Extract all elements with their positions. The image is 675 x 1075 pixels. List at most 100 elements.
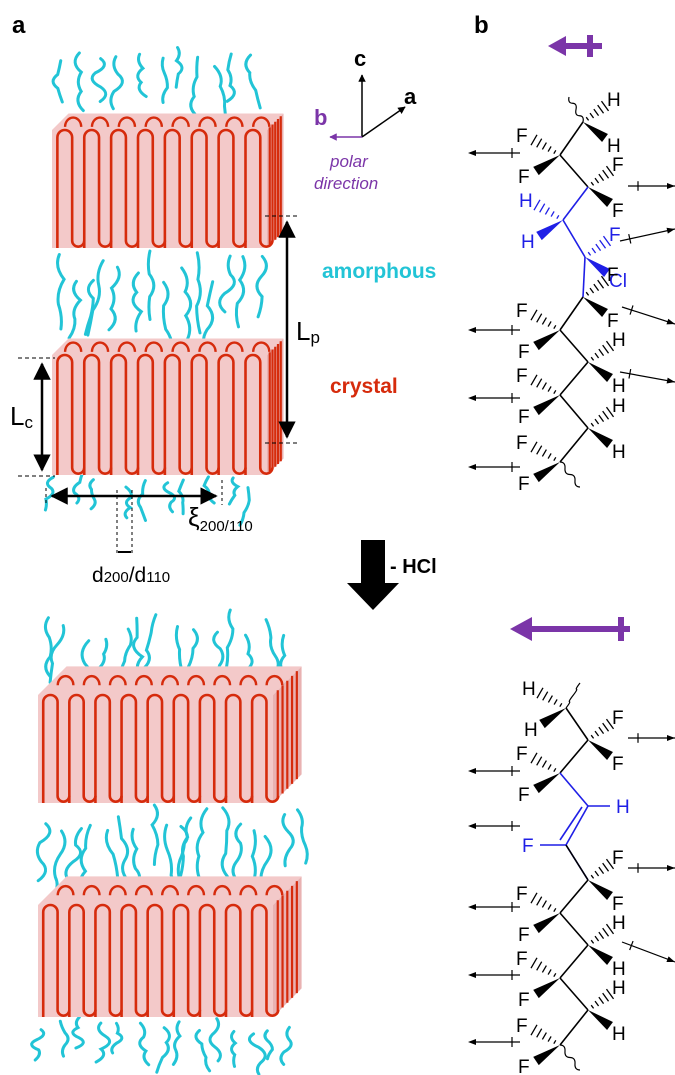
dipole-head bbox=[468, 972, 476, 978]
lc-sub: c bbox=[24, 413, 33, 432]
chain-fold-front bbox=[120, 693, 149, 803]
atom-label: F bbox=[612, 848, 624, 869]
amorphous-chain bbox=[138, 1021, 151, 1067]
chain-fold-front bbox=[94, 693, 123, 803]
svg-text:Lp: Lp bbox=[296, 316, 320, 347]
backbone-bond bbox=[565, 844, 589, 881]
atom-label: H bbox=[524, 720, 538, 741]
chain-fold-front bbox=[163, 353, 194, 475]
dipole-arrow bbox=[621, 306, 675, 325]
crystal-block-bottom-a bbox=[52, 338, 284, 475]
amorphous-chain bbox=[202, 475, 216, 505]
double-bond bbox=[559, 806, 583, 841]
amorphous-chain bbox=[234, 255, 247, 329]
hashed-bond bbox=[530, 957, 557, 978]
chain-fold-front bbox=[120, 903, 149, 1017]
backbone-bond bbox=[559, 772, 589, 807]
wedge-bond bbox=[583, 297, 608, 318]
crystal-block-top-a bbox=[52, 113, 284, 248]
chain-fold-back bbox=[213, 675, 232, 686]
amorphous-chain bbox=[58, 1019, 70, 1058]
chain-fold-front bbox=[82, 353, 113, 475]
dipole-head bbox=[468, 1039, 476, 1045]
chain-fold-front bbox=[163, 128, 194, 248]
chain-fold-front bbox=[56, 128, 86, 248]
atom-label: F bbox=[522, 836, 534, 857]
amorphous-chain bbox=[136, 479, 147, 522]
atom-label: F bbox=[518, 407, 530, 428]
amorphous-chain bbox=[255, 254, 268, 319]
amorphous-chain bbox=[116, 815, 131, 884]
amorphous-chain bbox=[43, 475, 55, 512]
chain-fold-front bbox=[244, 128, 274, 248]
chain-fold-back bbox=[56, 674, 75, 686]
chain-fold-back bbox=[63, 116, 83, 128]
backbone-bond bbox=[559, 944, 589, 979]
hashed-bond bbox=[536, 687, 563, 708]
wedge-bond bbox=[585, 257, 610, 278]
atom-label: F bbox=[518, 925, 530, 946]
atom-label: H bbox=[519, 191, 533, 212]
amorphous-chain bbox=[83, 278, 95, 336]
hashed-bond bbox=[533, 199, 560, 220]
atom-label: F bbox=[516, 884, 528, 905]
atom-label: F bbox=[516, 126, 528, 147]
amorphous-chain bbox=[247, 1032, 267, 1075]
axis-a-label: a bbox=[404, 84, 417, 109]
amorphous-chain bbox=[64, 827, 83, 880]
atom-label: F bbox=[612, 708, 624, 729]
atom-label: F bbox=[516, 366, 528, 387]
chain-fold-back bbox=[187, 675, 206, 686]
crystal-lamellae bbox=[38, 113, 302, 1017]
amorphous-chain bbox=[90, 57, 108, 103]
crystal-label: crystal bbox=[330, 375, 398, 398]
axes-triad: c a b polar direction bbox=[314, 46, 417, 193]
amorphous-chain bbox=[279, 1025, 293, 1066]
atom-label: Cl bbox=[609, 271, 627, 292]
crystal-block-bottom-c bbox=[38, 876, 302, 1017]
atom-label: F bbox=[612, 201, 624, 222]
backbone-bond bbox=[565, 805, 589, 846]
amorphous-chain bbox=[146, 249, 156, 321]
chain-end bbox=[559, 461, 581, 488]
backbone-bond bbox=[559, 427, 589, 463]
chain-fold-back bbox=[187, 885, 206, 896]
hashed-bond bbox=[530, 309, 557, 330]
amorphous-chain bbox=[123, 485, 133, 520]
atom-label: F bbox=[518, 1057, 530, 1075]
atom-label: F bbox=[609, 225, 621, 246]
hashed-bond bbox=[585, 100, 610, 121]
wedge-bond bbox=[533, 462, 560, 483]
atom-label: H bbox=[522, 679, 536, 700]
dipole-head bbox=[468, 395, 476, 401]
backbone-bond bbox=[565, 707, 589, 741]
amorphous-chain bbox=[131, 271, 144, 333]
chain-fold-front bbox=[56, 353, 86, 475]
chain-fold-front bbox=[172, 693, 202, 803]
chain-fold-front bbox=[136, 128, 167, 248]
amorphous-label: amorphous bbox=[322, 260, 436, 283]
chain-fold-front bbox=[136, 353, 167, 475]
chain-fold-back bbox=[144, 116, 164, 128]
crystal-front-face bbox=[38, 695, 273, 803]
wedge-bond bbox=[539, 708, 566, 729]
dipole-head bbox=[468, 327, 476, 333]
hashed-bond bbox=[585, 275, 610, 296]
chain-fold-back bbox=[117, 341, 137, 353]
backbone-bond bbox=[559, 296, 584, 331]
dipole-tail bbox=[629, 940, 634, 951]
amorphous-chain bbox=[195, 807, 209, 882]
atom-label: H bbox=[612, 442, 626, 463]
hashed-bond bbox=[530, 892, 557, 913]
chain-fold-front bbox=[198, 693, 228, 803]
wedge-bond bbox=[533, 773, 560, 794]
amorphous-chain bbox=[72, 470, 85, 505]
atom-label: F bbox=[516, 301, 528, 322]
chain-fold-front bbox=[172, 903, 202, 1017]
amorphous-chain bbox=[109, 55, 124, 111]
chain-fold-front bbox=[224, 903, 254, 1017]
amorphous-chain bbox=[180, 266, 193, 342]
atom-label: H bbox=[612, 978, 626, 999]
chain-fold-front bbox=[109, 128, 140, 248]
